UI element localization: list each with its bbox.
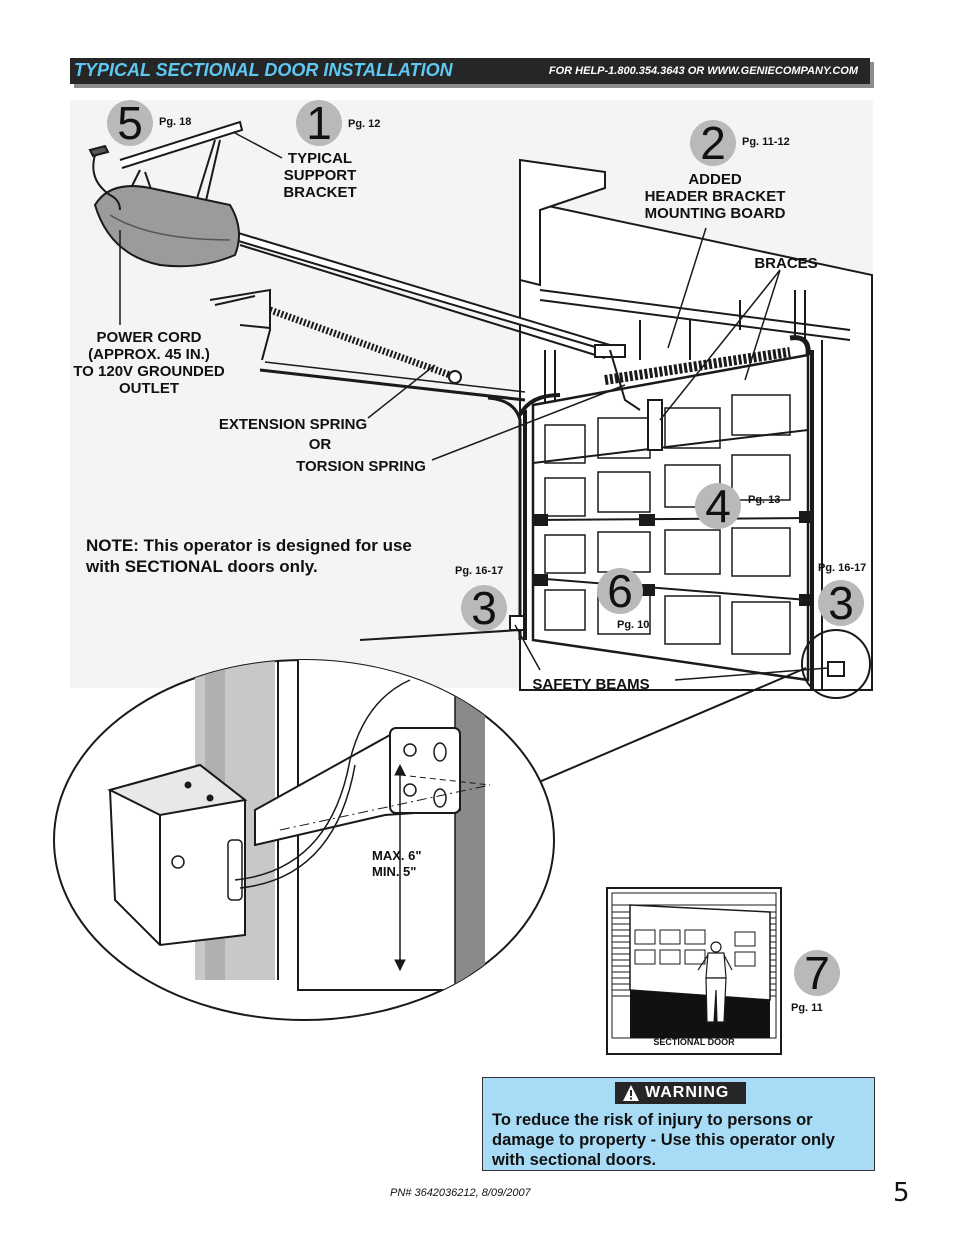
step-number: 3 (818, 580, 864, 626)
step-number: 3 (461, 585, 507, 631)
note-text: NOTE: This operator is designed for use … (86, 536, 412, 576)
step-number: 7 (794, 950, 840, 996)
warning-box: WARNING To reduce the risk of injury to … (482, 1077, 875, 1171)
step-page-ref: Pg. 11-12 (742, 136, 790, 148)
warning-text: To reduce the risk of injury to persons … (492, 1111, 835, 1169)
warning-triangle-icon (623, 1085, 639, 1101)
safety-beams-label: SAFETY BEAMS (532, 676, 650, 693)
warning-label: WARNING (645, 1084, 730, 1101)
page-number: 5 (893, 1178, 910, 1208)
support-bracket-label: TYPICAL SUPPORT BRACKET (283, 150, 357, 201)
step-page-ref: Pg. 10 (617, 619, 650, 631)
or-label: OR (308, 436, 332, 453)
extension-spring-label: EXTENSION SPRING (218, 416, 368, 433)
dimension-label: MAX. 6" MIN. 5" (372, 848, 422, 879)
step-page-ref: Pg. 16-17 (818, 562, 867, 574)
sectional-door-caption: SECTIONAL DOOR (653, 1037, 735, 1047)
step-number: 6 (597, 568, 643, 614)
step-number: 1 (296, 100, 342, 146)
warning-badge: WARNING (615, 1082, 746, 1104)
step-page-ref: Pg. 13 (748, 494, 781, 506)
help-line: FOR HELP-1.800.354.3643 OR WWW.GENIECOMP… (548, 65, 858, 77)
step-number: 4 (695, 483, 741, 529)
step-page-ref: Pg. 18 (159, 116, 192, 128)
step-page-ref: Pg. 11 (791, 1002, 823, 1014)
step-page-ref: Pg. 16-17 (455, 565, 504, 577)
header-bar: TYPICAL SECTIONAL DOOR INSTALLATION FOR … (70, 58, 870, 84)
step-page-ref: Pg. 12 (348, 118, 381, 130)
power-cord-label: POWER CORD (APPROX. 45 IN.) TO 120V GROU… (73, 329, 225, 397)
part-number: PN# 3642036212, 8/09/2007 (390, 1187, 531, 1199)
header-title: TYPICAL SECTIONAL DOOR INSTALLATION (74, 60, 453, 80)
torsion-spring-label: TORSION SPRING (296, 458, 426, 475)
step-number: 5 (107, 100, 153, 146)
step-number: 2 (690, 120, 736, 166)
braces-label: BRACES (754, 255, 818, 272)
header-bracket-label: ADDED HEADER BRACKET MOUNTING BOARD (644, 171, 786, 222)
